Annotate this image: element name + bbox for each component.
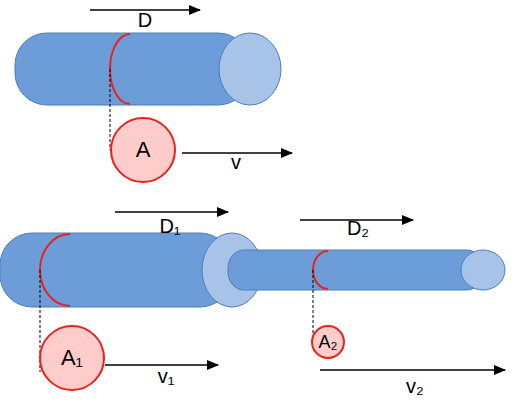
area-label: A₂ [319,332,338,353]
dashed-leader [313,270,314,340]
quantity-label: D [138,9,152,32]
velocity-arrow [320,369,505,371]
area-label: A [136,137,151,163]
direction-arrow [115,211,228,213]
pipe-end [461,250,505,290]
dashed-leader [110,69,111,150]
pipe-body [15,33,250,105]
area-circle: A [110,117,176,183]
pipe-body [0,233,232,307]
pipe [15,33,281,105]
pipe [228,250,505,290]
quantity-label: D₁ [159,215,180,238]
cross-section-arc [110,34,130,104]
area-circle: A₁ [39,325,105,391]
cross-section-arc [40,234,70,306]
quantity-label: v [231,151,241,174]
quantity-label: D₂ [347,217,369,240]
area-circle-shape [312,326,344,358]
quantity-label: v₂ [406,375,424,398]
cross-section-arc [313,251,328,289]
area-circle: A₂ [311,325,345,359]
pipe-end [219,33,281,105]
pipe [0,233,262,307]
area-label: A₁ [61,345,83,371]
quantity-label: v₁ [158,365,175,388]
pipe-body [228,250,483,290]
area-circle-shape [111,118,175,182]
area-circle-shape [40,326,104,390]
